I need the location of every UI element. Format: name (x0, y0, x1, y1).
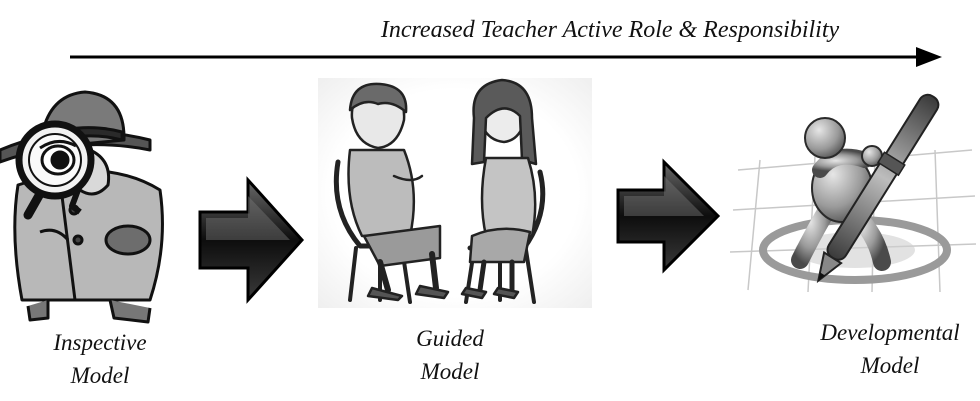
detective-icon (0, 90, 164, 324)
stage-subtitle: Model (420, 359, 480, 384)
stage-title: Developmental (820, 320, 960, 345)
header-label: Increased Teacher Active Role & Responsi… (380, 17, 840, 43)
progress-arrow-icon (70, 47, 942, 67)
stage-caption: Inspective Model (20, 326, 180, 392)
stage-caption: Developmental Model (800, 316, 980, 382)
stage-title: Guided (416, 326, 484, 351)
stage-subtitle: Model (860, 353, 920, 378)
stage-caption: Guided Model (370, 322, 530, 388)
figure-with-pen-icon (729, 93, 977, 293)
stage-subtitle: Model (70, 363, 130, 388)
block-arrow-icon (616, 158, 721, 274)
stage-title: Inspective (53, 330, 147, 355)
block-arrow-icon (198, 176, 305, 304)
two-people-talking-icon (318, 78, 592, 308)
